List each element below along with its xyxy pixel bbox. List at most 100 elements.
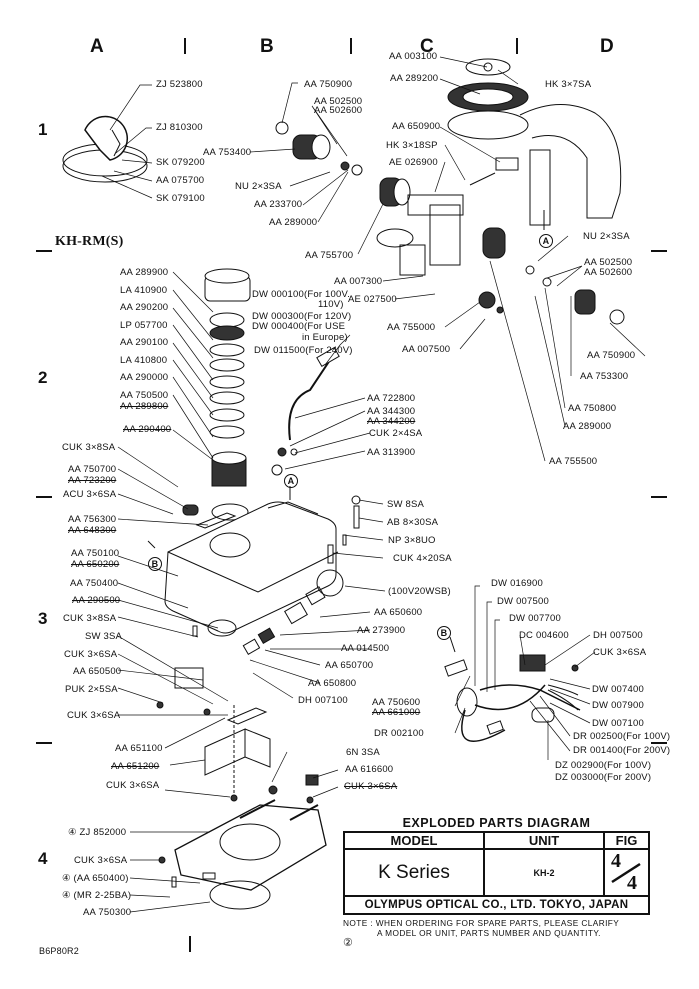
part-label: AA 755000 bbox=[387, 322, 436, 333]
part-label: DR 001400(For 200V) bbox=[573, 745, 671, 756]
part-label: DW 007900 bbox=[592, 700, 644, 711]
obsolete-part-label: AA 344200 bbox=[367, 416, 416, 427]
row-divider bbox=[36, 496, 52, 498]
part-label: AA 289000 bbox=[563, 421, 612, 432]
part-label: AA 755700 bbox=[305, 250, 354, 261]
part-label: AA 750700 bbox=[68, 464, 117, 475]
model-header: MODEL bbox=[343, 831, 485, 850]
part-label: DW 007100 bbox=[592, 718, 644, 729]
part-label: ZJ 523800 bbox=[156, 79, 203, 90]
note-mark: ② bbox=[343, 937, 354, 949]
part-label: AA 755500 bbox=[549, 456, 598, 467]
part-label: ④ (MR 2-25BA) bbox=[62, 890, 132, 901]
part-label: AA 502600 bbox=[584, 267, 633, 278]
part-label: ZJ 810300 bbox=[156, 122, 203, 133]
part-label: AA 003100 bbox=[389, 51, 438, 62]
focus-knob-left-drawing bbox=[275, 121, 411, 207]
fig-numerator: 4 bbox=[611, 850, 621, 872]
part-label: CUK 3×6SA bbox=[67, 710, 121, 721]
part-label: AA 344300 bbox=[367, 406, 416, 417]
part-label: DW 016900 bbox=[491, 578, 543, 589]
part-label: AE 027500 bbox=[348, 294, 397, 305]
wiring-harness-drawing bbox=[444, 654, 581, 742]
part-label: AA 289000 bbox=[269, 217, 318, 228]
column-label-d: D bbox=[600, 36, 614, 57]
part-label: AA 750900 bbox=[304, 79, 353, 90]
part-label: HK 3×18SP bbox=[386, 140, 438, 151]
part-label: DR 002100 bbox=[374, 728, 424, 739]
lamp-housing-drawing bbox=[164, 495, 361, 637]
part-label: NU 2×3SA bbox=[583, 231, 630, 242]
part-label: in Europe) bbox=[302, 332, 348, 343]
part-label: DW 007400 bbox=[592, 684, 644, 695]
row-label-4: 4 bbox=[38, 849, 48, 868]
part-label: ACU 3×6SA bbox=[63, 489, 117, 500]
column-divider bbox=[516, 38, 518, 54]
unit-header: UNIT bbox=[483, 831, 605, 850]
part-label: AA 750600 bbox=[372, 697, 421, 708]
part-label: AA 753300 bbox=[580, 371, 629, 382]
part-label: ④ (AA 650400) bbox=[62, 873, 129, 884]
callout-a: A bbox=[284, 474, 298, 488]
column-divider bbox=[350, 38, 352, 54]
part-label: 6N 3SA bbox=[346, 747, 380, 758]
part-label: DR 002500(For 100V) bbox=[573, 731, 671, 742]
part-label: DZ 002900(For 100V) bbox=[555, 760, 652, 771]
row-label-3: 3 bbox=[38, 609, 48, 628]
part-label: DW 007500 bbox=[497, 596, 549, 607]
part-label: DW 000300(For 120V) bbox=[252, 311, 352, 322]
part-label: AA 722800 bbox=[367, 393, 416, 404]
part-label: DW 011500(For 240V) bbox=[254, 345, 353, 356]
part-label: AA 290100 bbox=[120, 337, 169, 348]
part-label: SK 079100 bbox=[156, 193, 205, 204]
row-divider bbox=[651, 250, 667, 252]
cap-assembly-drawing bbox=[62, 115, 148, 183]
obsolete-part-label: AA 723200 bbox=[68, 475, 117, 486]
fig-denominator: 4 bbox=[627, 872, 637, 894]
column-divider bbox=[189, 936, 191, 952]
part-label: 110V) bbox=[318, 299, 344, 310]
part-label: AA 502500 bbox=[584, 257, 633, 268]
part-label: AA 233700 bbox=[254, 199, 303, 210]
callout-a: A bbox=[539, 234, 553, 248]
part-label: CUK 3×6SA bbox=[64, 649, 118, 660]
note-line-1: NOTE : WHEN ORDERING FOR SPARE PARTS, PL… bbox=[343, 918, 620, 928]
obsolete-part-label: AA 648300 bbox=[68, 525, 117, 536]
part-label: DH 007100 bbox=[298, 695, 348, 706]
row-divider bbox=[36, 742, 52, 744]
obsolete-part-label: AA 651200 bbox=[111, 761, 160, 772]
part-label: CUK 3×8SA bbox=[63, 613, 117, 624]
part-label: (100V20WSB) bbox=[388, 586, 451, 597]
power-cord-drawing bbox=[271, 346, 340, 476]
unit-value: KH-2 bbox=[483, 848, 605, 897]
part-label: AA 650900 bbox=[392, 121, 441, 132]
part-label: SW 3SA bbox=[85, 631, 123, 642]
note-line-2: A MODEL OR UNIT, PARTS NUMBER AND QUANTI… bbox=[377, 928, 601, 938]
title-block-table: MODEL UNIT FIG K Series KH-2 4 4 OLYMPUS… bbox=[343, 831, 650, 915]
part-label: CUK 3×8SA bbox=[62, 442, 116, 453]
part-label: AA 313900 bbox=[367, 447, 416, 458]
part-label: LA 410800 bbox=[120, 355, 168, 366]
part-label: DZ 003000(For 200V) bbox=[555, 772, 652, 783]
fig-header: FIG bbox=[603, 831, 650, 850]
ordering-note: NOTE : WHEN ORDERING FOR SPARE PARTS, PL… bbox=[343, 918, 620, 949]
company-name: OLYMPUS OPTICAL CO., LTD. TOKYO, JAPAN bbox=[343, 895, 650, 915]
column-label-a: A bbox=[90, 36, 104, 57]
part-label: LP 057700 bbox=[120, 320, 168, 331]
part-label: AA 075700 bbox=[156, 175, 205, 186]
part-label: PUK 2×5SA bbox=[65, 684, 118, 695]
obsolete-part-label: AA 289800 bbox=[120, 401, 169, 412]
callout-arrows bbox=[147, 210, 545, 653]
bracket-drawing bbox=[204, 705, 319, 804]
title-block: EXPLODED PARTS DIAGRAM MODEL UNIT FIG K … bbox=[343, 816, 650, 915]
fig-value: 4 4 bbox=[603, 848, 650, 897]
section-label: KH-RM(S) bbox=[55, 234, 124, 249]
callout-b: B bbox=[437, 626, 451, 640]
part-label: AA 616600 bbox=[345, 764, 394, 775]
callout-b: B bbox=[148, 557, 162, 571]
part-label: AA 289200 bbox=[390, 73, 439, 84]
title-block-heading: EXPLODED PARTS DIAGRAM bbox=[402, 816, 591, 830]
part-label: AA 750900 bbox=[587, 350, 636, 361]
arm-drawing bbox=[376, 58, 625, 325]
part-label: AA 007500 bbox=[402, 344, 451, 355]
